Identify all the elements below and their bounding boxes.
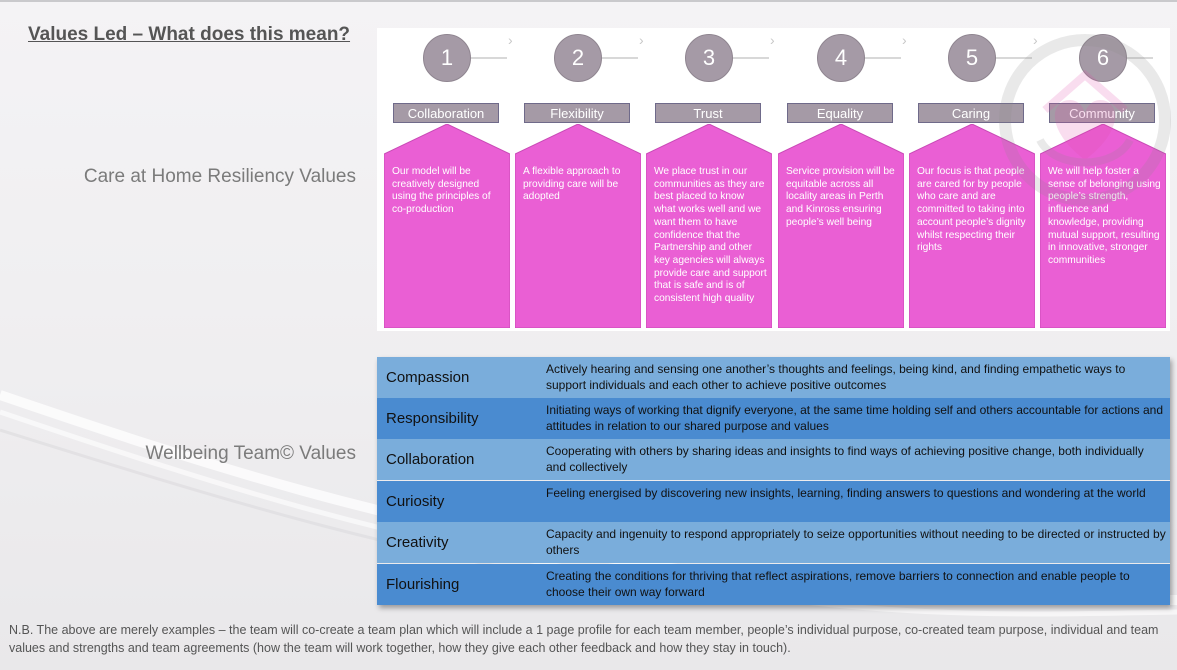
step-number: 1 — [423, 34, 471, 82]
value-description: Our model will be creatively designed us… — [392, 166, 491, 216]
value-label: Equality — [787, 103, 893, 123]
table-row: Creativity Capacity and ingenuity to res… — [377, 522, 1170, 563]
value-desc: Feeling energised by discovering new ins… — [546, 486, 1146, 500]
value-desc: Cooperating with others by sharing ideas… — [546, 444, 1144, 474]
value-description: We place trust in our communities as the… — [654, 166, 767, 305]
heart-logo-watermark — [999, 34, 1171, 206]
value-label: Trust — [655, 103, 761, 123]
value-desc: Initiating ways of working that dignify … — [546, 403, 1164, 433]
step-number: 5 — [948, 34, 996, 82]
value-label: Flexibility — [524, 103, 630, 123]
value-name: Curiosity — [386, 493, 445, 510]
value-desc: Actively hearing and sensing one another… — [546, 362, 1126, 392]
table-row: Responsibility Initiating ways of workin… — [377, 398, 1170, 439]
value-name: Responsibility — [386, 410, 479, 427]
value-description: Our focus is that people are cared for b… — [917, 166, 1026, 254]
step-number: 2 — [554, 34, 602, 82]
connector-line — [1127, 57, 1153, 59]
connector-line — [733, 57, 769, 59]
callout-box: Our focus is that people are cared for b… — [909, 124, 1035, 328]
wellbeing-values-label: Wellbeing Team© Values — [145, 443, 356, 464]
connector-line — [602, 57, 638, 59]
footnote: N.B. The above are merely examples – the… — [9, 623, 1159, 655]
value-name: Creativity — [386, 534, 449, 551]
care-values-label: Care at Home Resiliency Values — [83, 166, 356, 187]
step-number: 6 — [1079, 34, 1127, 82]
chevron-right-icon: › — [639, 32, 644, 48]
callout-box: We will help foster a sense of belonging… — [1040, 124, 1166, 328]
callout-box: A flexible approach to providing care wi… — [515, 124, 641, 328]
connector-line — [865, 57, 901, 59]
value-name: Collaboration — [386, 451, 475, 468]
page-title: Values Led – What does this mean? — [28, 24, 351, 45]
value-desc: Creating the conditions for thriving tha… — [546, 569, 1130, 599]
connector-line — [996, 57, 1032, 59]
value-description: Service provision will be equitable acro… — [786, 166, 895, 228]
value-desc: Capacity and ingenuity to respond approp… — [546, 527, 1166, 557]
value-description: We will help foster a sense of belonging… — [1048, 166, 1161, 266]
chevron-right-icon: › — [1033, 32, 1038, 48]
callout-box: Service provision will be equitable acro… — [778, 124, 904, 328]
value-label: Caring — [918, 103, 1024, 123]
chevron-right-icon: › — [508, 32, 513, 48]
care-values-panel: › › › › › 1 Collaboration Our model will… — [377, 28, 1170, 331]
wellbeing-values-table: Compassion Actively hearing and sensing … — [377, 357, 1170, 605]
step-number: 3 — [685, 34, 733, 82]
value-name: Flourishing — [386, 576, 460, 593]
callout-box: Our model will be creatively designed us… — [384, 124, 510, 328]
table-row: Flourishing Creating the conditions for … — [377, 564, 1170, 605]
callout-box: We place trust in our communities as the… — [646, 124, 772, 328]
top-border — [0, 0, 1177, 2]
chevron-right-icon: › — [902, 32, 907, 48]
table-row: Collaboration Cooperating with others by… — [377, 439, 1170, 480]
value-description: A flexible approach to providing care wi… — [523, 166, 621, 203]
chevron-right-icon: › — [770, 32, 775, 48]
step-number: 4 — [817, 34, 865, 82]
table-row: Curiosity Feeling energised by discoveri… — [377, 481, 1170, 522]
value-label: Collaboration — [393, 103, 499, 123]
value-label: Community — [1049, 103, 1155, 123]
value-name: Compassion — [386, 369, 470, 386]
table-row: Compassion Actively hearing and sensing … — [377, 357, 1170, 398]
connector-line — [471, 57, 507, 59]
